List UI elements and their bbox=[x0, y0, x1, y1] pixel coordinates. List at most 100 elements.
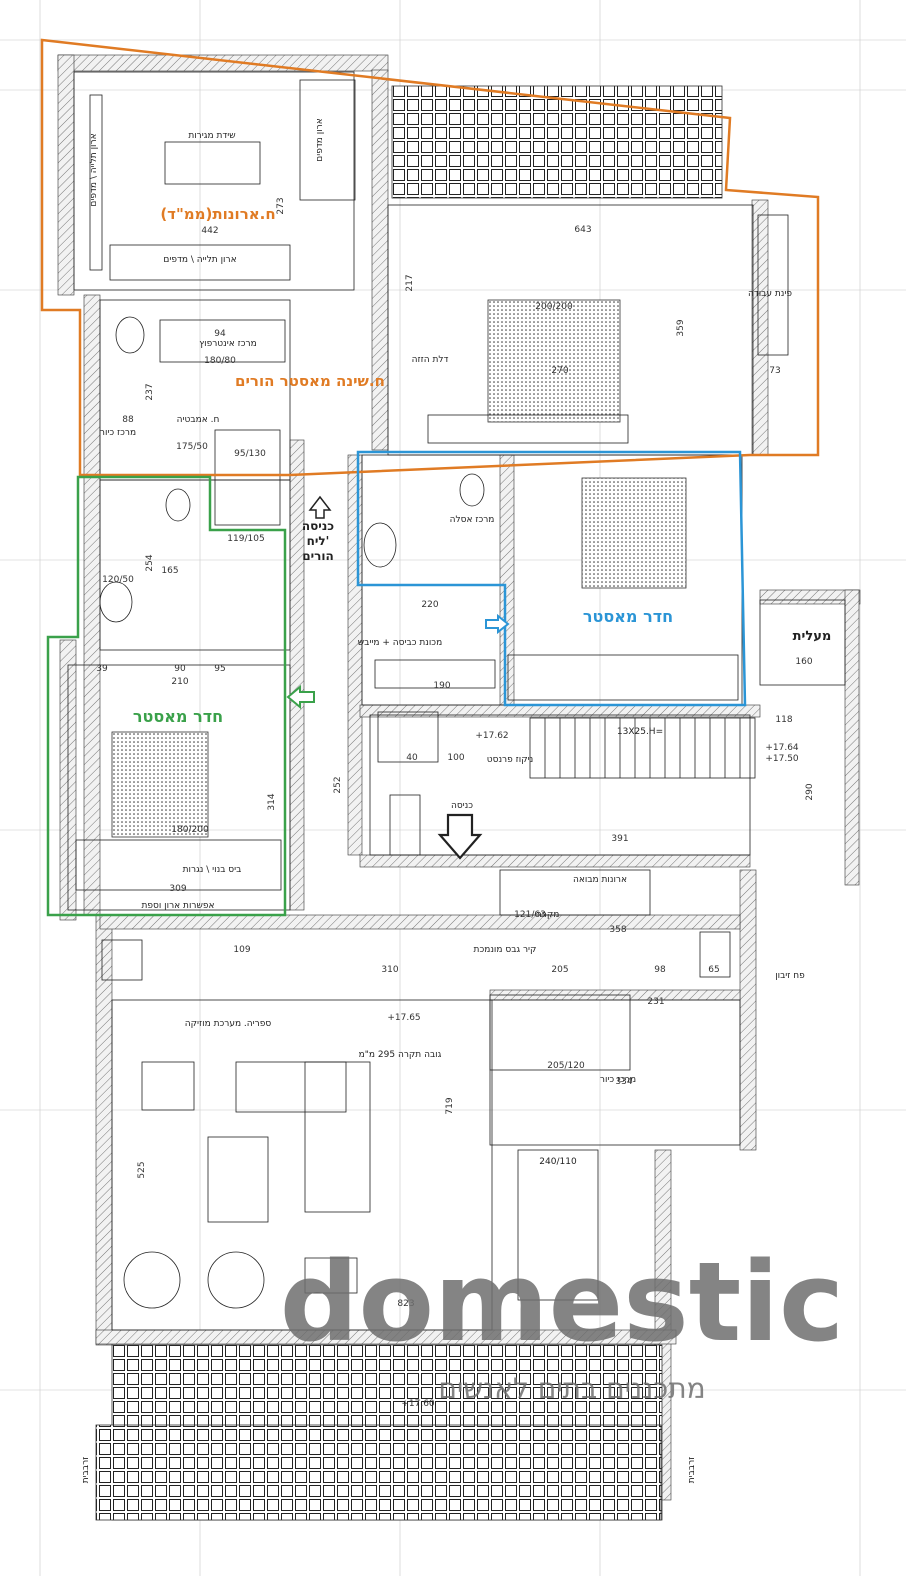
dim-254: 254 bbox=[145, 554, 155, 571]
note-shower-center: מרכז אינטרפוץ bbox=[199, 339, 256, 349]
dim-90: 90 bbox=[174, 664, 186, 674]
level-1765: +17.65 bbox=[387, 1013, 420, 1023]
dim-314: 314 bbox=[267, 793, 277, 810]
parents-entrance-line: הורים bbox=[302, 549, 333, 563]
level-1760: +17.60 bbox=[401, 1399, 435, 1409]
note-bath: ח. אמבטיה bbox=[177, 415, 220, 425]
level-1762: +17.62 bbox=[475, 731, 508, 741]
note-built-in-bed: ביס בנוי \ נגרות bbox=[183, 865, 242, 875]
dim-95: 95 bbox=[214, 664, 225, 674]
outer-walls bbox=[57, 54, 861, 1501]
dim-237: 237 bbox=[145, 383, 155, 400]
parents-bed bbox=[487, 299, 621, 423]
dim-210: 210 bbox=[171, 677, 188, 687]
level-1750: +17.50 bbox=[765, 754, 799, 764]
dim-719: 719 bbox=[445, 1097, 455, 1114]
green-room-bed bbox=[111, 731, 209, 838]
room-label-master-blue: חדר מאסטר bbox=[583, 607, 673, 626]
dim-175-50: 175/50 bbox=[176, 442, 208, 452]
note-storage-vertical: ארון תלייה \ מדפים bbox=[89, 133, 99, 206]
note-sliding-door: דלת הזזה bbox=[412, 355, 449, 365]
room-label-elevator: מעלית bbox=[793, 629, 832, 644]
green-room-arrow bbox=[286, 684, 315, 710]
dim-525: 525 bbox=[137, 1161, 147, 1178]
dim-190: 190 bbox=[433, 681, 450, 691]
blue-room-bed bbox=[581, 477, 687, 589]
dimension-labels: 643 442 273 217 359 270 73 94 180/80 237… bbox=[96, 197, 815, 1309]
dim-205: 205 bbox=[551, 965, 568, 975]
dim-309: 309 bbox=[169, 884, 186, 894]
note-shelf-cabinet: ארון מדפים bbox=[315, 118, 325, 162]
dim-180-80: 180/80 bbox=[204, 356, 236, 366]
level-markers: +17.62 +17.64 +17.50 +17.65 +17.60 bbox=[387, 731, 799, 1409]
note-optional-wardrobe: אפשרות ארון וספת bbox=[141, 901, 214, 911]
note-storage-horizontal: ארון תלייה \ מדפים bbox=[163, 255, 236, 265]
parents-entrance-line: ליח' bbox=[307, 534, 330, 548]
entrance-arrow-main bbox=[437, 813, 483, 860]
level-1764: +17.64 bbox=[765, 743, 799, 753]
bottom-terrace-tiles-lower bbox=[95, 1424, 662, 1521]
furniture bbox=[75, 79, 789, 1309]
note-ceiling-height: גובה תקרה 295 מ"מ bbox=[359, 1050, 442, 1060]
note-sink-center: מרכז כיור bbox=[100, 428, 136, 438]
dim-118: 118 bbox=[775, 715, 792, 725]
dim-270: 270 bbox=[551, 366, 568, 376]
dim-88: 88 bbox=[122, 415, 134, 425]
dim-220: 220 bbox=[421, 600, 438, 610]
note-cleaning: ניקוז פרנסט bbox=[487, 755, 533, 765]
dim-334: 334 bbox=[615, 1077, 632, 1087]
green-zone-outline bbox=[46, 475, 287, 917]
dim-109: 109 bbox=[233, 945, 250, 955]
dim-73: 73 bbox=[769, 366, 780, 376]
dim-823: 823 bbox=[397, 1299, 414, 1309]
note-entrance: כניסה bbox=[451, 801, 473, 811]
note-planter-right: זרבבית bbox=[687, 1457, 697, 1484]
watermark-tagline: מתכננים בתים לאנשים bbox=[438, 1372, 705, 1405]
note-library: ספריה. מערכת מוזיקה bbox=[185, 1019, 272, 1029]
dim-165: 165 bbox=[161, 566, 178, 576]
watermark-brand: domestic bbox=[280, 1238, 845, 1366]
dim-160: 160 bbox=[795, 657, 812, 667]
dim-358: 358 bbox=[609, 925, 626, 935]
note-stairs: 13X25.H= bbox=[617, 727, 663, 737]
dim-40: 40 bbox=[406, 753, 418, 763]
entrance-arrow-parents bbox=[308, 495, 332, 519]
dim-121-63: 121/63 bbox=[514, 910, 546, 920]
stairs bbox=[529, 717, 756, 779]
parents-entrance-label: כניסה ליח' הורים bbox=[302, 519, 334, 563]
dim-95-130: 95/130 bbox=[234, 449, 266, 459]
dim-231: 231 bbox=[647, 997, 664, 1007]
dim-200-200: 200/200 bbox=[535, 302, 573, 312]
dim-442: 442 bbox=[201, 226, 218, 236]
orange-zone-outline bbox=[40, 38, 820, 477]
note-gypsum-wall: קיר גבס מונמכת bbox=[474, 945, 537, 955]
dim-120-50: 120/50 bbox=[102, 575, 134, 585]
top-balcony-tiles bbox=[391, 85, 723, 199]
dim-119-105: 119/105 bbox=[227, 534, 264, 544]
parents-entrance-line: כניסה bbox=[302, 519, 334, 533]
note-planter-left: זרבבית bbox=[81, 1457, 91, 1484]
dim-643: 643 bbox=[574, 225, 591, 235]
room-label-parents-bedroom: ח.שינה מאסטר הורים bbox=[235, 372, 385, 390]
blue-room-arrow bbox=[485, 613, 510, 635]
blue-zone-outline bbox=[356, 450, 747, 707]
note-toilet-center: מרכז אסלה bbox=[450, 515, 495, 525]
note-cabinet-in-wall: ארונות מבואה bbox=[573, 875, 627, 885]
note-kitchen-fridge: מקרר bbox=[537, 910, 560, 920]
note-work-corner: פינת עבודה bbox=[748, 289, 792, 299]
dim-217: 217 bbox=[405, 274, 415, 291]
dim-359: 359 bbox=[676, 319, 686, 336]
room-label-master-green: חדר מאסטר bbox=[133, 707, 223, 726]
brand-watermark: domestic מתכננים בתים לאנשים bbox=[280, 1238, 845, 1405]
dim-180-200: 180/200 bbox=[171, 825, 209, 835]
note-laundry: מכונת כביסה + מייבש bbox=[358, 638, 442, 648]
note-dining-table: 240/110 bbox=[539, 1157, 577, 1167]
note-stone-floor: פח זיבון bbox=[775, 971, 805, 981]
dim-252: 252 bbox=[333, 776, 343, 793]
note-kitchen-sink: מרכז כיור bbox=[600, 1075, 636, 1085]
dim-100: 100 bbox=[447, 753, 464, 763]
dim-65: 65 bbox=[708, 965, 719, 975]
dim-290: 290 bbox=[805, 783, 815, 800]
room-label-closets: ח.ארונות(ממ"ד) bbox=[160, 205, 275, 223]
